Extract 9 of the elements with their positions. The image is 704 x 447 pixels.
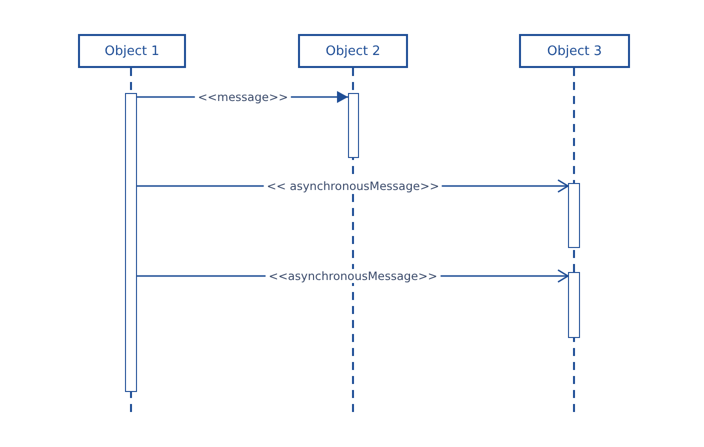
- edge-label: <<asynchronousMessage>>: [266, 269, 440, 283]
- activation-bar: [568, 183, 580, 248]
- activation-bar: [568, 272, 580, 338]
- activation-bar: [125, 93, 137, 392]
- object-box: Object 2: [298, 34, 408, 68]
- object-box: Object 3: [519, 34, 630, 68]
- activation-bar: [348, 93, 359, 158]
- edge-label: << asynchronousMessage>>: [264, 179, 442, 193]
- object-box: Object 1: [78, 34, 186, 68]
